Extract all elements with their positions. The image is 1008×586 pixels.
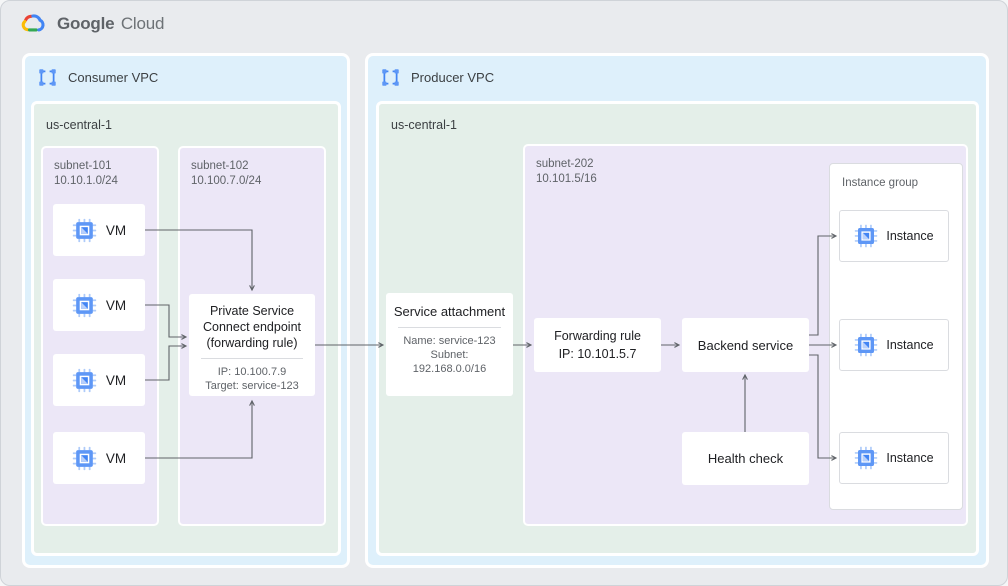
forwarding-rule-title: Forwarding rule: [554, 328, 641, 343]
instance-label: Instance: [886, 229, 934, 243]
compute-instance-icon: [854, 224, 878, 248]
instance-group-label: Instance group: [842, 177, 919, 189]
vm-node-4: VM: [53, 432, 145, 484]
consumer-vpc-label: Consumer VPC: [68, 70, 159, 85]
forwarding-rule-ip: IP: 10.101.5.7: [558, 346, 637, 361]
compute-vm-icon: [72, 218, 97, 243]
vpc-network-icon: [37, 67, 58, 88]
producer-region-container: us-central-1 Service attachment Name: se…: [376, 101, 979, 556]
psc-endpoint-target: Target: service-123: [205, 380, 299, 392]
subnet-102-label: subnet-102 10.100.7.0/24: [191, 159, 261, 189]
backend-service-node: Backend service: [682, 318, 809, 372]
compute-instance-icon: [854, 446, 878, 470]
service-attachment-subnet-label: Subnet:: [430, 349, 469, 361]
instance-node-1: Instance: [839, 210, 949, 262]
vm-label: VM: [105, 222, 127, 238]
producer-vpc-label: Producer VPC: [411, 70, 495, 85]
subnet-101-label: subnet-101 10.10.1.0/24: [54, 159, 118, 189]
backend-service-label: Backend service: [697, 337, 794, 353]
vm-node-1: VM: [53, 204, 145, 256]
vm-label: VM: [105, 450, 127, 466]
vm-label: VM: [105, 372, 127, 388]
instance-group-container: Instance group Instance Instance Instanc…: [829, 163, 963, 510]
brand-google-text: Google: [57, 13, 115, 33]
psc-endpoint-title: Private Service Connect endpoint (forwar…: [203, 304, 301, 350]
producer-vpc-header: Producer VPC: [380, 67, 494, 88]
vm-label: VM: [105, 297, 127, 313]
divider: [201, 358, 303, 359]
psc-endpoint-ip: IP: 10.100.7.9: [217, 366, 287, 378]
subnet-202-cidr: 10.101.5/16: [536, 173, 597, 185]
consumer-region-label: us-central-1: [46, 118, 112, 132]
brand-cloud-text: Cloud: [120, 13, 165, 33]
producer-region-label: us-central-1: [391, 118, 457, 132]
vm-node-3: VM: [53, 354, 145, 406]
consumer-vpc-header: Consumer VPC: [37, 67, 158, 88]
health-check-node: Health check: [682, 432, 809, 485]
service-attachment-name: Name: service-123: [403, 335, 496, 347]
consumer-vpc-container: Consumer VPC us-central-1 subnet-101 10.1…: [22, 53, 350, 568]
instance-node-3: Instance: [839, 432, 949, 484]
compute-vm-icon: [72, 293, 97, 318]
producer-vpc-container: Producer VPC us-central-1 Service attach…: [365, 53, 989, 568]
subnet-102-container: subnet-102 10.100.7.0/24 Private Service …: [178, 146, 326, 526]
google-cloud-icon: [21, 14, 45, 32]
subnet-101-container: subnet-101 10.10.1.0/24 VM VM VM VM: [41, 146, 159, 526]
vpc-network-icon: [380, 67, 401, 88]
psc-endpoint-node: Private Service Connect endpoint (forwar…: [189, 294, 315, 396]
google-cloud-logo: Google Cloud: [21, 13, 164, 34]
divider: [398, 327, 501, 328]
instance-label: Instance: [886, 451, 934, 465]
subnet-101-name: subnet-101: [54, 160, 112, 172]
health-check-label: Health check: [707, 451, 784, 466]
vm-node-2: VM: [53, 279, 145, 331]
subnet-202-name: subnet-202: [536, 158, 594, 170]
forwarding-rule-node: Forwarding rule IP: 10.101.5.7: [534, 318, 661, 372]
compute-vm-icon: [72, 446, 97, 471]
service-attachment-subnet-cidr: 192.168.0.0/16: [412, 363, 487, 375]
consumer-region-container: us-central-1 subnet-101 10.10.1.0/24 VM V…: [31, 101, 341, 556]
instance-node-2: Instance: [839, 319, 949, 371]
instance-label: Instance: [886, 338, 934, 352]
subnet-202-container: subnet-202 10.101.5/16 Forwarding rule IP…: [523, 144, 968, 526]
subnet-202-label: subnet-202 10.101.5/16: [536, 157, 597, 187]
service-attachment-node: Service attachment Name: service-123 Sub…: [386, 293, 513, 396]
subnet-102-cidr: 10.100.7.0/24: [191, 175, 262, 187]
subnet-102-name: subnet-102: [191, 160, 249, 172]
compute-instance-icon: [854, 333, 878, 357]
compute-vm-icon: [72, 368, 97, 393]
service-attachment-title: Service attachment: [393, 304, 506, 319]
subnet-101-cidr: 10.10.1.0/24: [54, 175, 118, 187]
